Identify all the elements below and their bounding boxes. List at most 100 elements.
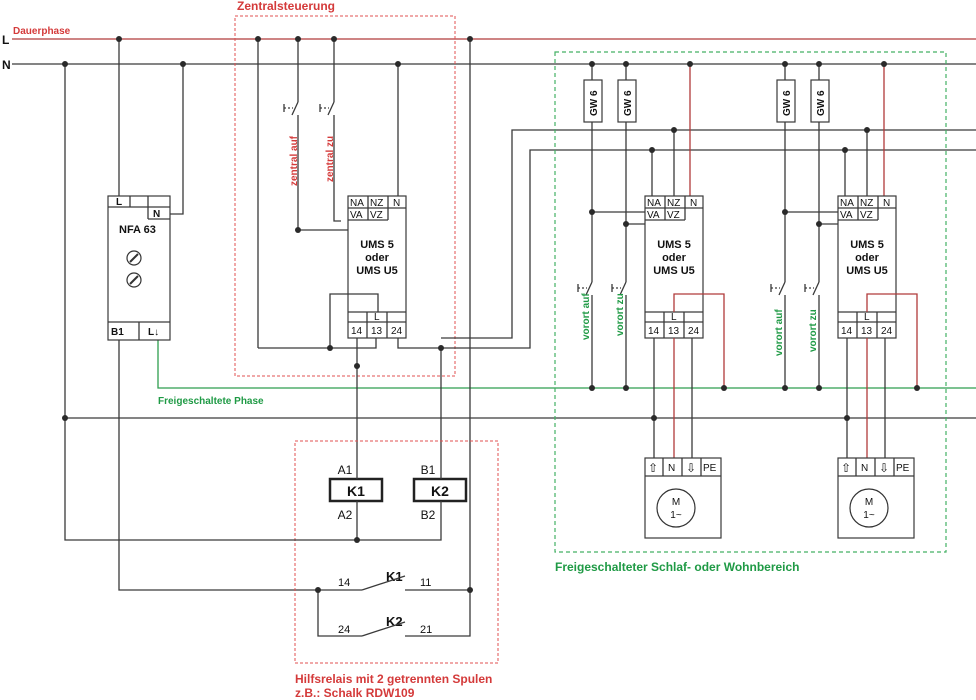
b1-wire <box>118 340 318 591</box>
motor-icon <box>849 488 889 528</box>
central-frame <box>234 15 456 377</box>
l-line-label: L <box>2 33 9 47</box>
relay-b2: B2 <box>421 508 436 522</box>
central-control: Zentralsteuerung zentral auf zentral zu … <box>234 0 976 590</box>
motor-label-m: M <box>865 497 873 508</box>
room-unit-1: GW 6 GW 6 vorort auf vorort zu NA NZ N <box>577 64 725 539</box>
switched-area-title: Freigeschalteter Schlaf- oder Wohnbereic… <box>555 560 800 574</box>
arrow-down-icon: ⇩ <box>686 461 696 475</box>
motor-terminal-n: N <box>668 463 675 474</box>
k2-contact-right <box>405 590 471 637</box>
central-ums-name-3: UMS U5 <box>356 265 398 277</box>
motor-terminal-pe: PE <box>896 463 910 474</box>
junction-dot <box>649 147 655 153</box>
junction-dot <box>864 127 870 133</box>
nfa-name: NFA 63 <box>119 224 156 236</box>
junction-dot <box>671 127 677 133</box>
k1-contact-11: 11 <box>420 577 431 589</box>
nfa-pin-l: L <box>116 197 122 208</box>
rotary-dial-icon <box>126 272 142 288</box>
central-ums-n: N <box>393 198 400 209</box>
junction-dot <box>331 36 337 42</box>
ums-pin-na: NA <box>647 198 661 209</box>
junction-dot <box>116 36 122 42</box>
central-ums-va: VA <box>350 210 363 221</box>
motor-label-phase: 1~ <box>670 510 682 521</box>
switch-down-icon <box>611 224 627 296</box>
k2-contact-blade <box>361 621 406 637</box>
switch-up-icon <box>283 101 299 116</box>
relay-frame <box>294 440 499 664</box>
ums-pin-l: L <box>864 312 870 323</box>
fuse-label: GW 6 <box>623 90 634 116</box>
ums-pin-va: VA <box>840 210 853 221</box>
junction-dot <box>914 385 920 391</box>
junction-dot <box>816 221 822 227</box>
freigeschaltete-phase-label: Freigeschaltete Phase <box>158 396 264 407</box>
junction-dot <box>467 587 473 593</box>
central-ums-l: L <box>374 312 380 323</box>
arrow-down-icon: ⇩ <box>879 461 889 475</box>
relay-coil-k1 <box>328 477 384 503</box>
ums-pin-va: VA <box>647 210 660 221</box>
switched-area: Freigeschalteter Schlaf- oder Wohnbereic… <box>554 51 947 574</box>
central-ums-na: NA <box>350 198 364 209</box>
switch-up-icon <box>577 212 593 296</box>
central-title: Zentralsteuerung <box>237 0 335 13</box>
k2-contact-left <box>317 590 362 637</box>
ums-pin-n: N <box>690 198 697 209</box>
nfa-63-module: L N NFA 63 B1 L↓ <box>107 39 318 591</box>
junction-dot <box>589 385 595 391</box>
junction-dot <box>438 345 444 351</box>
k2-contact-label: K2 <box>386 614 403 629</box>
ums-pin-na: NA <box>840 198 854 209</box>
junction-dot <box>623 61 629 67</box>
switched-area-frame <box>554 51 947 553</box>
central-out-wire-2 <box>441 149 976 349</box>
junction-dot <box>623 221 629 227</box>
switch-down-icon <box>319 101 335 116</box>
k1-contact-blade <box>361 575 406 591</box>
ums-pin-l: L <box>671 312 677 323</box>
central-ums-14: 14 <box>351 326 363 337</box>
ums-name-3: UMS U5 <box>846 265 888 277</box>
arrow-up-icon: ⇧ <box>841 461 851 475</box>
supply-lines: L Dauerphase N Freigeschaltete Phase <box>2 26 976 419</box>
junction-dot <box>295 36 301 42</box>
ums-pin-13: 13 <box>861 326 873 337</box>
central-ums-24: 24 <box>391 326 403 337</box>
fuse-gw6 <box>583 79 603 123</box>
junction-dot <box>782 209 788 215</box>
local-switch-up-label: vorort auf <box>774 309 785 356</box>
k2-contact-21: 21 <box>420 624 432 636</box>
motor-icon <box>656 488 696 528</box>
relay-a2: A2 <box>338 508 353 522</box>
ums-name-1: UMS 5 <box>657 239 691 251</box>
room-unit-2: GW 6 GW 6 vorort auf vorort zu NA NZ N <box>770 64 918 539</box>
switch-up-label: zentral auf <box>289 135 300 186</box>
ums-pin-14: 14 <box>648 326 660 337</box>
ums-pin-24: 24 <box>688 326 700 337</box>
fuse-label: GW 6 <box>816 90 827 116</box>
nfa-pin-b1: B1 <box>111 327 124 338</box>
fuse-gw6 <box>776 79 796 123</box>
junction-dot <box>354 363 360 369</box>
junction-dot <box>354 537 360 543</box>
relay-k2-label: K2 <box>431 483 449 499</box>
central-ums-13: 13 <box>371 326 383 337</box>
nfa-n-wire <box>170 64 184 215</box>
central-ums-name-2: oder <box>365 252 390 264</box>
fuse-label: GW 6 <box>589 90 600 116</box>
fuse-gw6 <box>617 79 637 123</box>
relay-b1: B1 <box>421 463 436 477</box>
relay-k1-label: K1 <box>347 483 365 499</box>
fuse-gw6 <box>810 79 830 123</box>
ums-pin-13: 13 <box>668 326 680 337</box>
ums-name-2: oder <box>662 252 687 264</box>
switch-down-icon <box>804 224 820 296</box>
n-to-coils-wire <box>64 418 357 541</box>
ums-pin-vz: VZ <box>667 210 680 221</box>
junction-dot <box>782 385 788 391</box>
junction-dot <box>295 227 301 233</box>
